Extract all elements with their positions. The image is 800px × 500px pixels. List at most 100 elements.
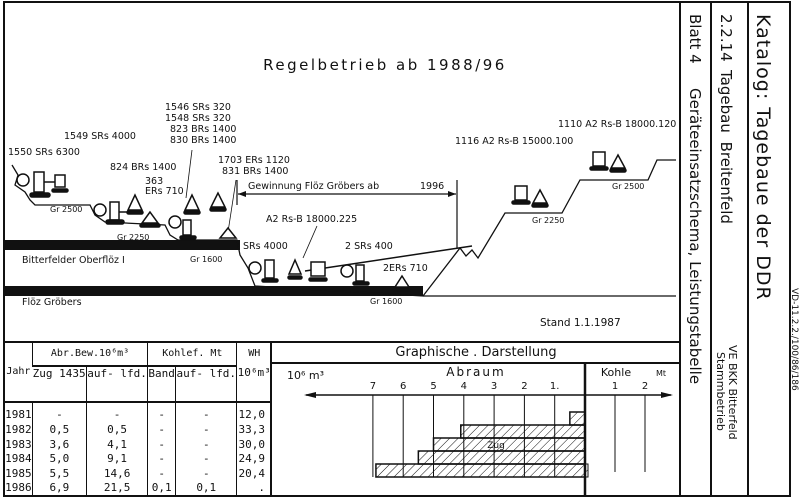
spreader-icon — [126, 193, 161, 228]
label-gr: Gr 1600 — [370, 297, 402, 306]
table-cell: 14,6 — [85, 466, 148, 482]
col-jahr: Jahr — [5, 342, 33, 403]
tick-label: 1 — [612, 381, 618, 392]
label-ers710: 2ERs 710 — [383, 263, 428, 274]
bar-kohle-1986 — [584, 463, 589, 478]
table-cell: - — [147, 422, 176, 438]
bar-abraum-1982 — [569, 411, 586, 426]
label-seam-grobers: Flöz Gröbers — [22, 297, 82, 308]
table-cell: 1984 — [5, 452, 32, 466]
tick-label: 7 — [370, 381, 376, 392]
table-cell: 0,5 — [31, 422, 87, 438]
catalog-number: 2.2.14 — [717, 14, 735, 62]
bucket-wheel-excavator-icon — [168, 215, 238, 240]
label-gr: Gr 2250 — [117, 233, 149, 242]
bar-abraum-1983 — [460, 424, 586, 439]
label-830: 830 BRs 1400 — [170, 135, 236, 146]
bar-abraum-1985 — [417, 450, 586, 465]
col-auf-kohle: auf- lfd. — [175, 365, 237, 403]
tick-label: 6 — [400, 381, 406, 392]
label-srs400: 2 SRs 400 — [345, 241, 393, 252]
catalog-title: Katalog: Tagebaue der DDR — [752, 14, 774, 301]
table-cell: - — [147, 401, 176, 423]
label-1110: 1110 A2 Rs-B 18000.120 — [558, 119, 676, 130]
spreader-icon — [511, 185, 549, 208]
label-gr: Gr 1600 — [190, 255, 222, 264]
table-cell: 1981 — [5, 407, 32, 421]
table-cell: . — [236, 481, 271, 496]
table-cell: - — [147, 437, 176, 453]
table-cell: 1986 — [5, 481, 32, 495]
label-363: 363 — [145, 176, 163, 187]
label-363-ers: ERs 710 — [145, 186, 184, 197]
tick-label: 4 — [461, 381, 467, 392]
table-cell: - — [31, 401, 87, 423]
label-1549: 1549 SRs 4000 — [64, 131, 136, 142]
tick-label: 2 — [642, 381, 648, 392]
tick-label: 3 — [491, 381, 497, 392]
table-cell: 30,0 — [236, 437, 271, 453]
table-cell: 1983 — [5, 437, 32, 451]
bucket-wheel-excavator-icon — [16, 171, 69, 198]
table-cell: - — [175, 466, 237, 482]
graph-title: Graphische . Darstellung — [272, 343, 680, 364]
label-1548: 1548 SRs 320 — [165, 113, 231, 124]
table-row: 1981----12,0 — [5, 401, 271, 423]
table-cell: - — [175, 422, 237, 438]
col-zug: Zug 1435 — [32, 365, 87, 403]
label-823: 823 BRs 1400 — [170, 124, 236, 135]
table-cell: - — [85, 401, 148, 423]
diagram-title: Regelbetrieb ab 1988/96 — [263, 56, 507, 74]
table-cell: 5,0 — [31, 452, 87, 467]
table-cell: 12,0 — [236, 401, 271, 423]
seam-grobers — [5, 286, 423, 296]
table-cell: 0,1 — [175, 481, 237, 496]
label-srs4000: SRs 4000 — [243, 241, 288, 252]
table-cell: 6,9 — [31, 481, 87, 496]
performance-table: Jahr Abr.Bew.10⁶m³ Kohlef. Mt WH Zug 143… — [5, 342, 271, 496]
label-a2-225: A2 Rs-B 18000.225 — [266, 214, 357, 225]
table-cell: 0,5 — [85, 422, 148, 438]
bucket-wheel-excavator-icon — [93, 201, 132, 225]
table-cell: 3,6 — [31, 437, 87, 453]
label-gewinnung: Gewinnung Flöz Gröbers ab — [248, 181, 379, 192]
col-auf-abraum: auf- lfd. — [85, 365, 148, 403]
table-cell: 4,1 — [85, 437, 148, 453]
company-unit: Stammbetrieb — [714, 352, 727, 431]
table-cell: 9,1 — [85, 452, 148, 467]
document-code: VD-11.2.2./100/86/186 — [789, 288, 799, 391]
table-cell: 20,4 — [236, 466, 271, 482]
label-gr: Gr 2250 — [532, 216, 564, 225]
col-wh-unit: 10⁶m³ — [236, 365, 271, 403]
bar-abraum-1986 — [375, 463, 586, 478]
label-831: 831 BRs 1400 — [222, 166, 288, 177]
section-kohle: Kohle — [601, 366, 631, 379]
conveyor-line — [304, 245, 473, 272]
tagebau-name: Tagebau Breitenfeld — [717, 70, 735, 224]
series-label-zug: Zug — [487, 441, 505, 451]
company-name: VE BKK Bitterfeld — [726, 345, 739, 440]
tick-label: 1. — [550, 381, 560, 392]
sheet-number: Blatt 4 — [686, 14, 704, 64]
table-cell: 0,1 — [147, 481, 176, 496]
label-seam-oberfloz: Bitterfelder Oberflöz I — [22, 255, 125, 266]
label-1546: 1546 SRs 320 — [165, 102, 231, 113]
unit-left: 10⁶ m³ — [287, 369, 324, 382]
group-wh: WH — [236, 342, 271, 366]
table-cell: 21,5 — [85, 481, 148, 496]
table-cell: - — [175, 437, 237, 453]
spreader-icon — [183, 191, 227, 215]
seam-oberfloz — [5, 240, 240, 250]
table-cell: 24,9 — [236, 452, 271, 467]
label-gewinnung-year: 1996 — [420, 181, 444, 192]
table-cell: 33,3 — [236, 422, 271, 438]
terrain-profile — [11, 159, 676, 297]
col-band: Band — [147, 365, 176, 403]
label-gr: Gr 2500 — [50, 205, 82, 214]
